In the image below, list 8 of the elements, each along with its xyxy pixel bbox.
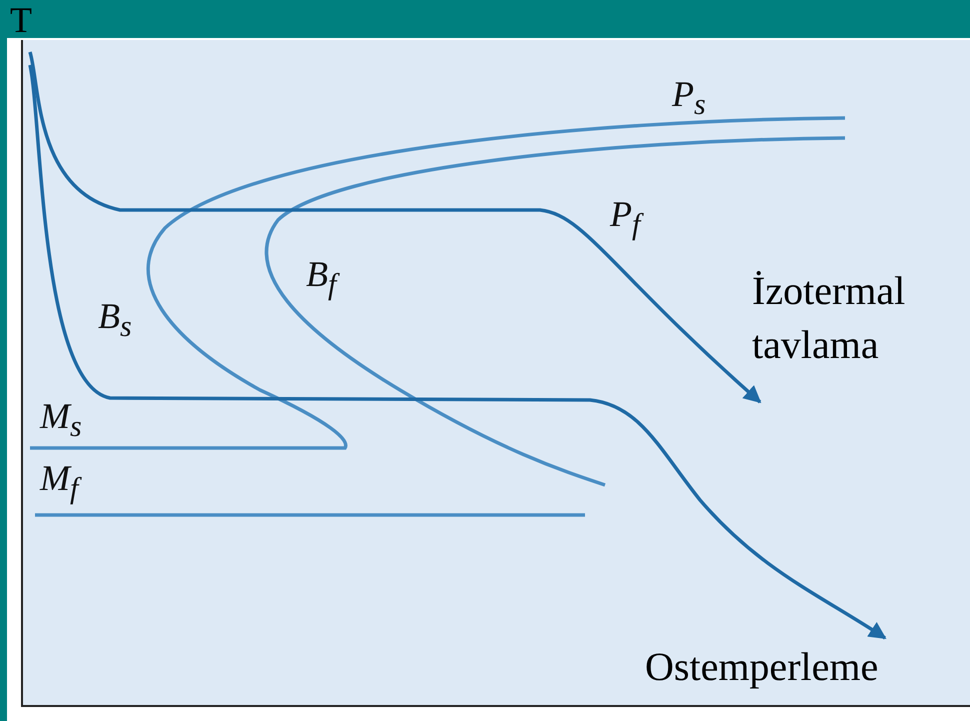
process-label: Ostemperleme [645, 640, 970, 694]
curve-label: P$_{s}$ [672, 76, 706, 120]
axis-label: T [10, 2, 32, 38]
process-label: İzotermal tavlama [752, 264, 970, 402]
curve-label: M$_{s}$ [40, 398, 82, 442]
cooling-path-arrow [28, 64, 886, 640]
cooling-path-arrow [28, 52, 762, 404]
curve-label: B$_{s}$ [98, 298, 132, 342]
